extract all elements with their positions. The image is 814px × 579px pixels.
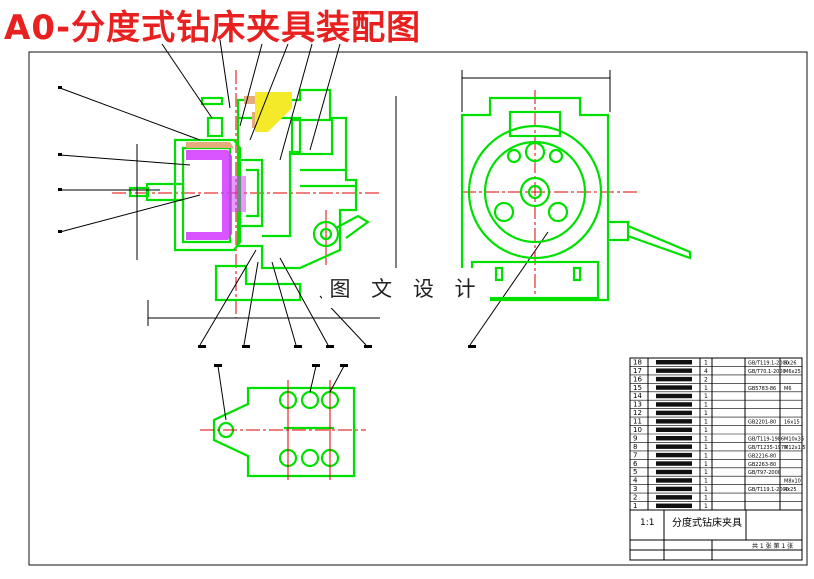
bottom-leaders <box>217 365 345 421</box>
parts-row-qty: 1 <box>704 469 708 476</box>
parts-row-qty: 1 <box>704 435 708 442</box>
parts-row-name-block <box>656 427 692 432</box>
front-section-view <box>112 70 382 318</box>
parts-row-qty: 1 <box>704 486 708 493</box>
parts-row-number: 11 <box>633 418 642 426</box>
parts-row-qty: 1 <box>704 495 708 502</box>
leader-lines <box>59 39 611 346</box>
parts-row-name-block <box>656 444 692 449</box>
parts-row-qty: 1 <box>704 503 708 510</box>
parts-row-name-block <box>656 469 692 475</box>
watermark: 图 文 设 计 <box>322 268 490 308</box>
parts-row-number: 5 <box>633 468 637 476</box>
parts-row-number: 18 <box>633 358 642 366</box>
parts-row-name-block <box>656 368 692 373</box>
yellow-part <box>255 92 292 132</box>
parts-row-qty: 1 <box>704 461 708 468</box>
parts-row-standard: GB/T119.1-2000 <box>748 487 789 493</box>
parts-row-qty: 1 <box>704 410 708 417</box>
drawing-name: 分度式钻床夹具 <box>672 516 742 529</box>
parts-row-qty: 1 <box>704 385 708 392</box>
parts-row-note: M12x1.5 <box>784 445 806 451</box>
parts-row-name-block <box>656 461 692 466</box>
parts-row-number: 12 <box>633 409 642 417</box>
parts-row-note: M6x25 <box>784 369 801 375</box>
parts-row-qty: 1 <box>704 393 708 400</box>
parts-row-name-block <box>656 410 692 416</box>
parts-row-number: 7 <box>633 451 637 459</box>
parts-row-name-block <box>656 419 692 424</box>
parts-row-qty: 1 <box>704 359 708 366</box>
parts-row-note: 6x26 <box>784 360 797 366</box>
parts-row-name-block <box>656 360 692 365</box>
parts-row-number: 16 <box>633 375 642 383</box>
parts-row-qty: 1 <box>704 427 708 434</box>
leader-tags <box>58 86 476 367</box>
parts-row-number: 13 <box>633 401 642 409</box>
parts-row-note: M6 <box>784 386 792 392</box>
parts-row-number: 3 <box>633 485 637 493</box>
parts-row-number: 6 <box>633 460 638 468</box>
parts-row-name-block <box>656 478 692 483</box>
parts-row-standard: GB/T1235-1976 <box>748 445 787 451</box>
parts-row-name-block <box>656 452 692 458</box>
parts-row-name-block <box>656 402 692 407</box>
parts-row-note: 4x25 <box>784 487 797 493</box>
parts-row-name-block <box>656 486 692 492</box>
parts-row-number: 4 <box>633 477 638 485</box>
scale-label: 1:1 <box>640 518 654 528</box>
sheet-border <box>28 51 808 566</box>
parts-row-standard: GB2263-80 <box>748 462 776 468</box>
parts-row-qty: 1 <box>704 444 708 451</box>
parts-row-qty: 4 <box>704 368 708 375</box>
parts-row-name-block <box>656 436 692 441</box>
parts-row-name-block <box>656 385 692 390</box>
parts-row-name-block <box>656 495 692 500</box>
parts-row-number: 10 <box>633 426 642 434</box>
parts-row-standard: GB/T70.1-2000 <box>748 369 786 375</box>
parts-row-name-block <box>656 376 692 382</box>
title-block <box>629 509 803 561</box>
parts-row-number: 1 <box>633 502 637 510</box>
parts-row-number: 14 <box>633 392 642 400</box>
parts-row-standard: GB2201-80 <box>748 420 776 426</box>
parts-row-qty: 1 <box>704 402 708 409</box>
parts-row-standard: GB/T119-1986 <box>748 436 784 442</box>
parts-row-standard: GB/T97-2000 <box>748 470 781 476</box>
parts-row-standard: GB5783-86 <box>748 386 776 392</box>
page-title: A0-分度式钻床夹具装配图 <box>4 8 422 48</box>
parts-row-standard: GB2216-80 <box>748 453 776 459</box>
parts-row-name-block <box>656 393 692 399</box>
parts-row-number: 15 <box>633 384 642 392</box>
parts-row-standard: GB/T119.1-2000 <box>748 360 789 366</box>
parts-row-note: M8x10 <box>784 479 801 485</box>
parts-row-number: 9 <box>633 434 637 442</box>
side-view <box>460 90 692 302</box>
parts-row-qty: 1 <box>704 478 708 485</box>
parts-row-name-block <box>656 503 692 508</box>
parts-row-number: 2 <box>633 494 637 502</box>
parts-row-number: 8 <box>633 443 637 451</box>
parts-row-qty: 1 <box>704 419 708 426</box>
parts-row-note: 16x15 <box>784 420 800 426</box>
parts-row-note: M10x35 <box>784 436 804 442</box>
parts-row-number: 17 <box>633 367 642 375</box>
bottom-view <box>212 386 356 478</box>
section-hatch <box>186 150 246 240</box>
parts-row-qty: 2 <box>704 376 708 383</box>
parts-row-qty: 1 <box>704 452 708 459</box>
sheet-count: 共 1 张 第 1 张 <box>752 542 793 550</box>
